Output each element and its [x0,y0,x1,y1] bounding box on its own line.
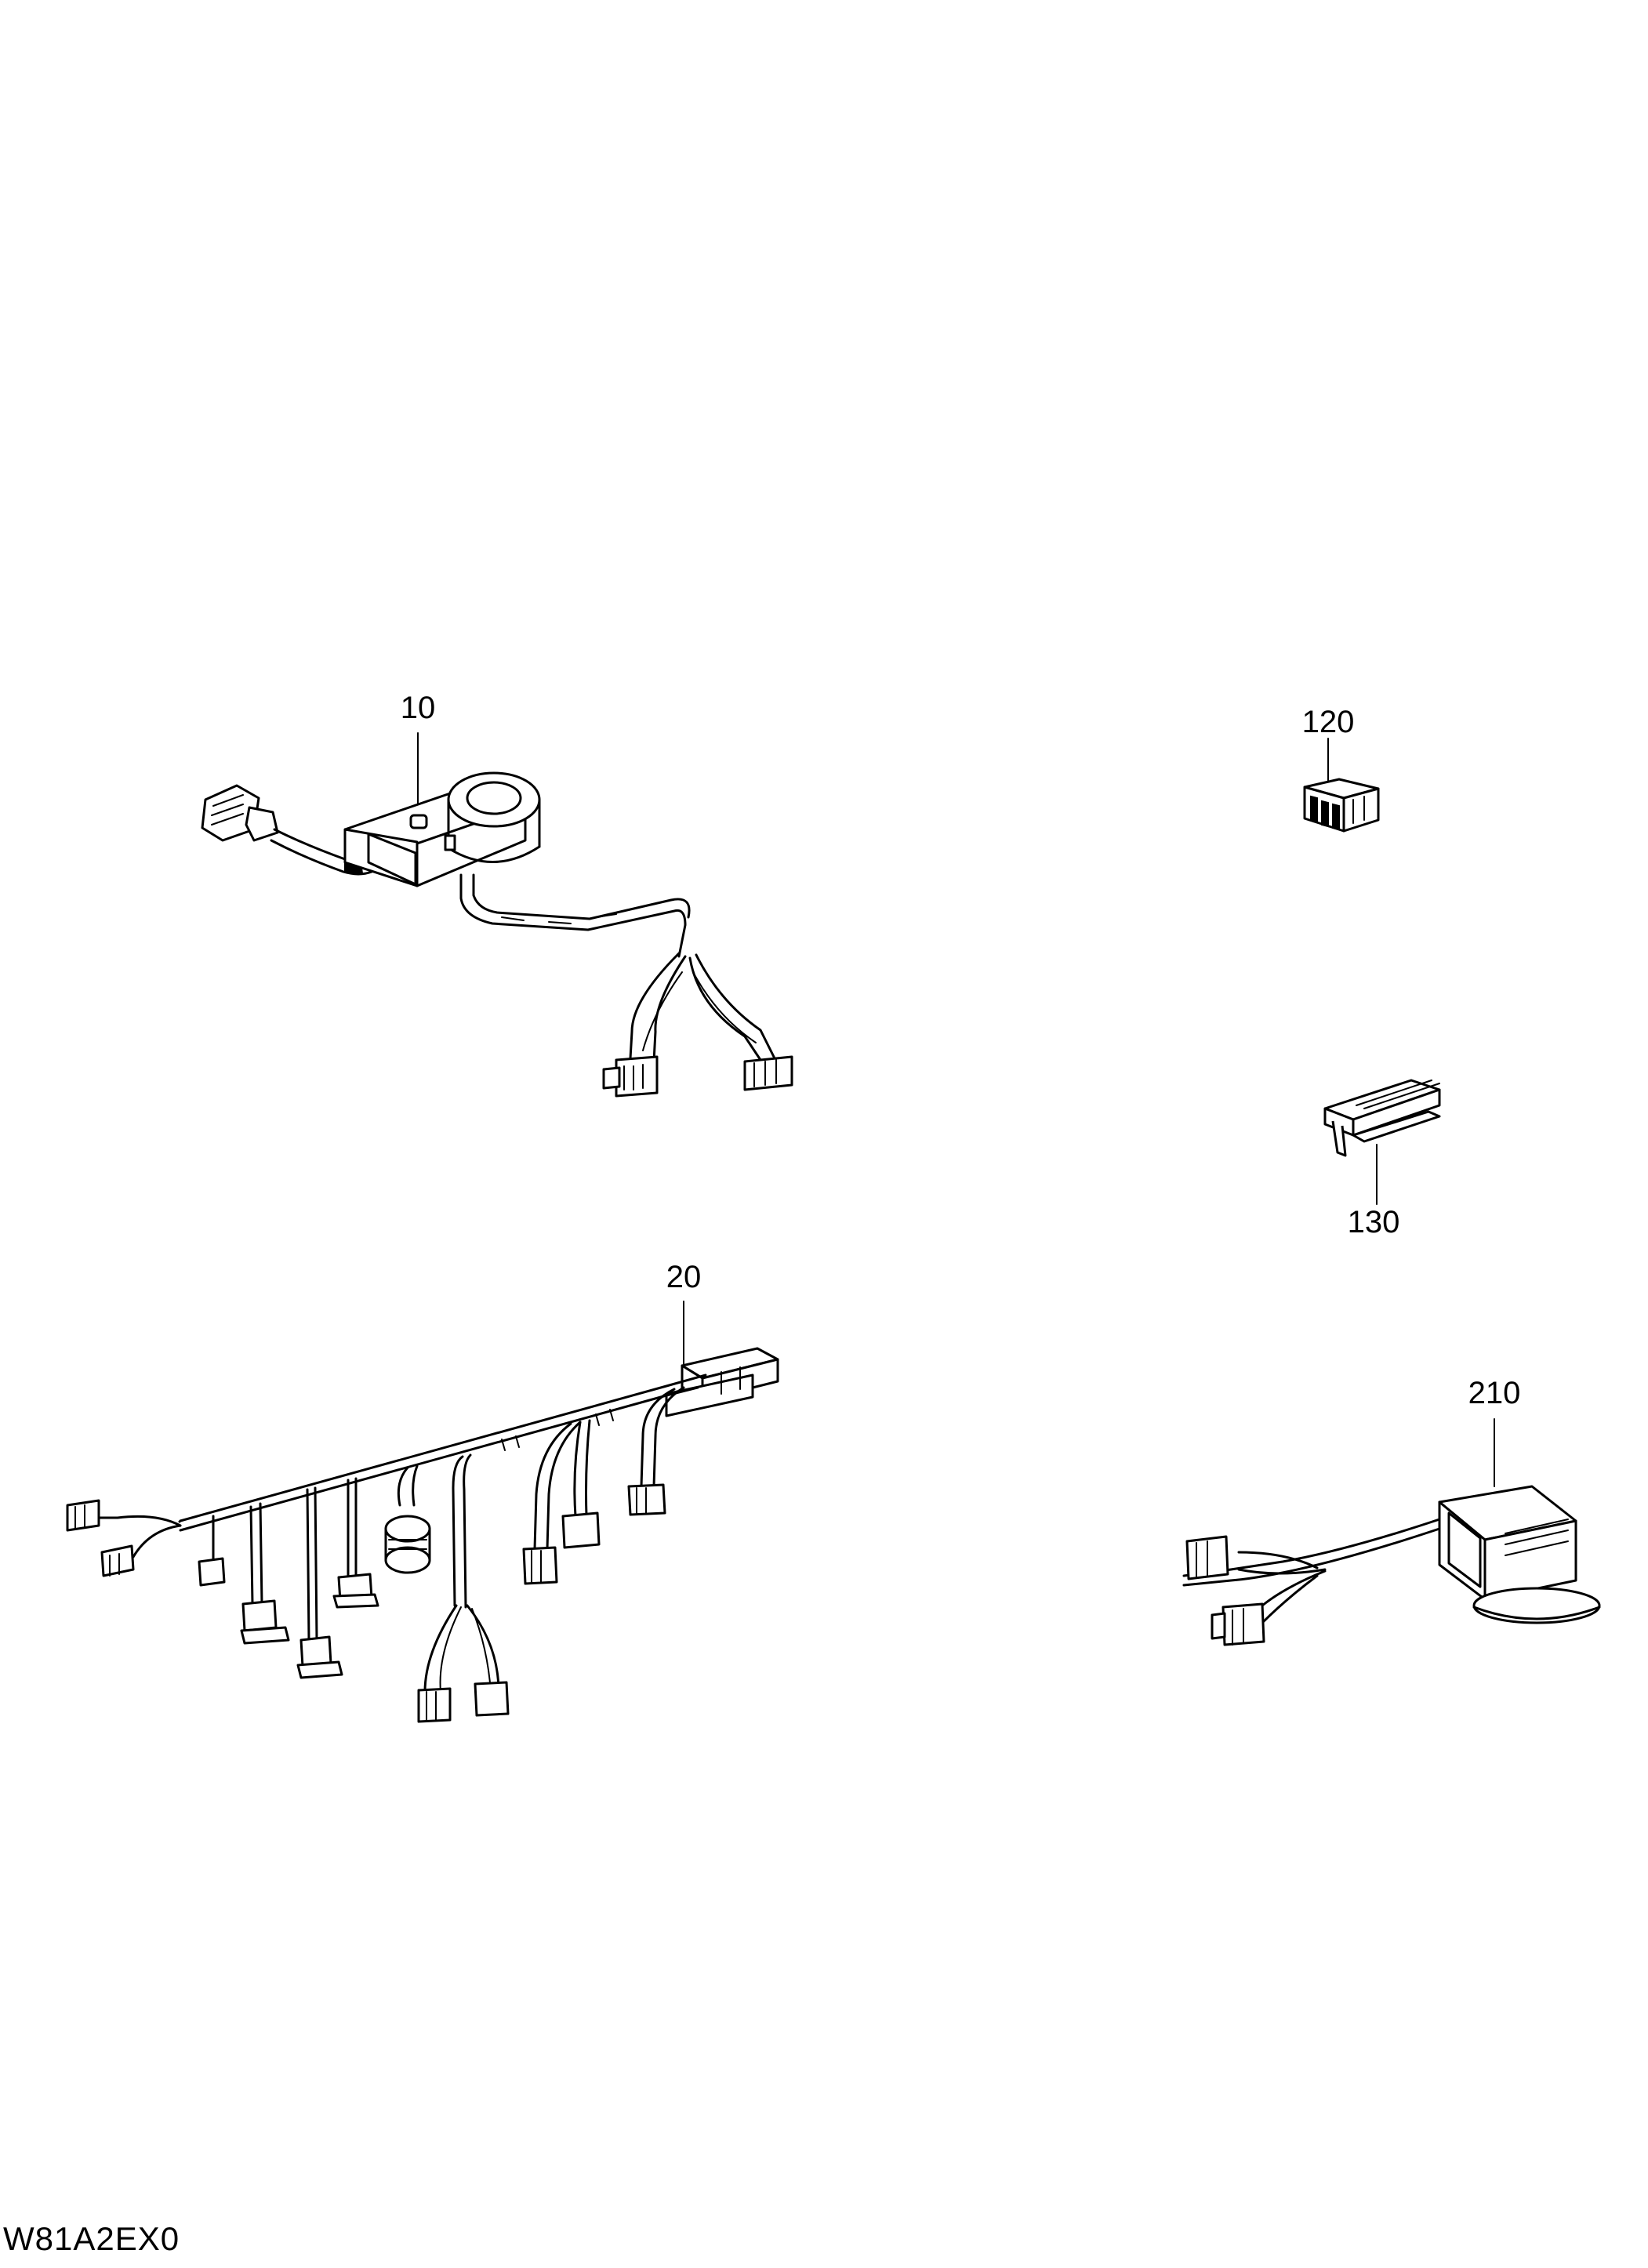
part-120-connector[interactable] [1303,738,1380,833]
drawing-code-label: W81A2EX0 [3,2220,180,2257]
part-210-work-lamp[interactable] [1182,1418,1601,1646]
callout-210: 210 [1468,1376,1521,1410]
callout-20: 20 [666,1260,702,1294]
callout-120: 120 [1302,705,1355,739]
part-130-clip[interactable] [1323,1079,1441,1205]
part-20-wire-harness[interactable] [66,1301,779,1723]
part-10-column-switch[interactable] [201,732,793,1098]
callout-10: 10 [401,691,436,725]
callout-130: 130 [1348,1205,1400,1239]
